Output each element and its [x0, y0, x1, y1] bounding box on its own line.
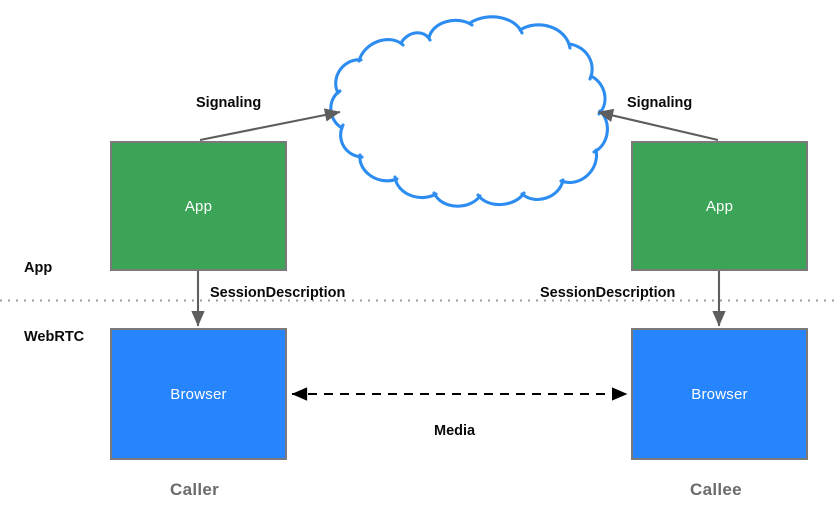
edge-label-caller-signaling: Signaling [196, 95, 262, 111]
edge-label-media: Media [434, 423, 476, 439]
cloud-icon [329, 15, 609, 208]
edge-callee-signaling [597, 108, 719, 142]
node-callee-browser-label: Browser [691, 385, 748, 403]
node-caller-browser-label: Browser [170, 385, 227, 403]
layer-label-webrtc: WebRTC [24, 329, 85, 345]
edge-label-caller-sessiondescription: SessionDescription [210, 285, 346, 301]
role-label-callee: Callee [690, 480, 742, 499]
edge-label-callee-sessiondescription: SessionDescription [540, 285, 676, 301]
edge-label-callee-signaling: Signaling [627, 95, 693, 111]
node-caller-app[interactable]: App [110, 141, 287, 271]
layer-label-app: App [24, 260, 53, 276]
role-label-caller: Caller [170, 480, 220, 499]
node-caller-browser[interactable]: Browser [110, 328, 287, 460]
node-caller-app-label: App [184, 197, 213, 215]
node-callee-browser[interactable]: Browser [631, 328, 808, 460]
node-callee-app-label: App [705, 197, 734, 215]
edge-caller-signaling [199, 108, 341, 142]
node-callee-app[interactable]: App [631, 141, 808, 271]
